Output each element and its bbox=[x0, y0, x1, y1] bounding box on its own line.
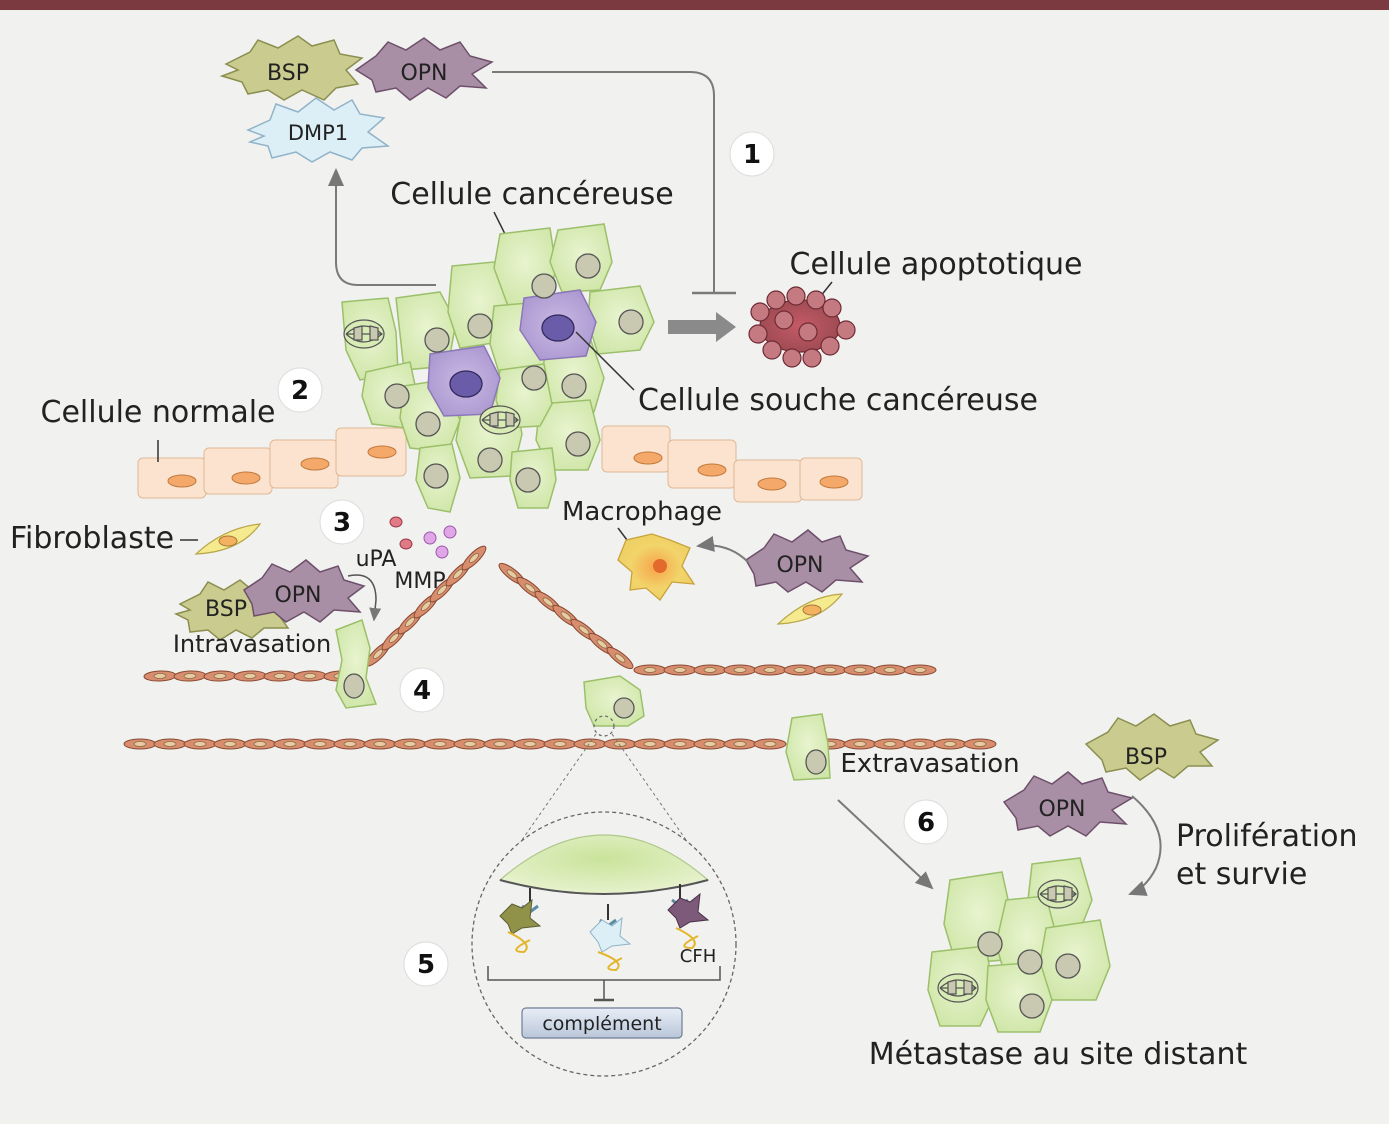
protease-molecules bbox=[389, 516, 457, 559]
svg-text:6: 6 bbox=[917, 808, 935, 838]
mitotic-spindle-icon bbox=[479, 405, 521, 435]
mitotic-spindle-icon bbox=[1037, 879, 1079, 909]
step-2-badge: 2 bbox=[277, 367, 323, 413]
circulating-cancer-cell bbox=[583, 675, 645, 727]
fibroblast-label: Fibroblaste bbox=[10, 521, 174, 556]
bsp-label-top: BSP bbox=[267, 61, 309, 86]
extravasation-label: Extravasation bbox=[840, 749, 1019, 779]
intravasation-label: Intravasation bbox=[173, 630, 331, 658]
bsp-star-metastasis bbox=[1084, 713, 1220, 781]
opn-label-intravasation: OPN bbox=[274, 583, 321, 608]
complement-box bbox=[521, 1007, 683, 1039]
arrow-to-metastasis-cells bbox=[1128, 795, 1162, 896]
opn-star-metastasis bbox=[1002, 771, 1134, 837]
complement-label: complément bbox=[542, 1013, 661, 1035]
frame-top-bar bbox=[0, 0, 1389, 10]
svg-text:2: 2 bbox=[291, 376, 309, 406]
receptor-complex-right bbox=[667, 884, 710, 950]
opn-label-macrophage: OPN bbox=[776, 553, 823, 578]
apoptosis-arrow bbox=[668, 312, 736, 342]
mitotic-spindle-icon bbox=[343, 319, 385, 349]
arrow-opn-to-macrophage bbox=[696, 535, 749, 563]
top-protein-group: BSP OPN DMP1 bbox=[219, 35, 494, 163]
cancer-stem-cell-label: Cellule souche cancéreuse bbox=[638, 383, 1038, 418]
cfh-label: CFH bbox=[680, 946, 716, 967]
svg-text:1: 1 bbox=[743, 140, 761, 170]
vessel-wall-upper bbox=[143, 545, 937, 682]
opn-label-top: OPN bbox=[400, 61, 447, 86]
svg-text:3: 3 bbox=[333, 508, 351, 538]
bsp-star-top bbox=[219, 35, 364, 101]
inhibition-line-step1 bbox=[492, 71, 715, 292]
vessel-wall-lower bbox=[123, 738, 997, 750]
zoom-origin-circle bbox=[593, 715, 615, 737]
opn-star-intravasation bbox=[243, 559, 366, 623]
upa-label: uPA bbox=[356, 547, 397, 572]
cancer-cell-label: Cellule cancéreuse bbox=[390, 177, 674, 212]
macrophage-label: Macrophage bbox=[562, 497, 722, 527]
dmp1-star bbox=[246, 97, 391, 163]
apoptotic-cell-label: Cellule apoptotique bbox=[790, 247, 1083, 282]
mitotic-spindle-icon bbox=[937, 973, 979, 1003]
step-6-badge: 6 bbox=[903, 799, 949, 845]
opn-label-metastasis: OPN bbox=[1038, 797, 1085, 822]
normal-cell-label: Cellule normale bbox=[41, 395, 276, 430]
normal-cells-left bbox=[137, 427, 407, 499]
stem-cell-pointer bbox=[575, 331, 635, 391]
receptor-complex-center bbox=[589, 904, 632, 972]
bsp-label-intravasation: BSP bbox=[205, 597, 247, 622]
apoptotic-cell bbox=[748, 286, 856, 368]
bsp-label-metastasis: BSP bbox=[1125, 745, 1167, 770]
receptor-complex-left bbox=[499, 888, 542, 954]
step-5-badge: 5 bbox=[403, 941, 449, 987]
arrow-to-dmp1 bbox=[328, 168, 436, 286]
svg-text:4: 4 bbox=[413, 676, 431, 706]
normal-cells-right bbox=[601, 425, 863, 503]
proliferation-label-1: Prolifération bbox=[1176, 819, 1357, 854]
svg-text:5: 5 bbox=[417, 950, 435, 980]
opn-star-macrophage bbox=[745, 529, 870, 593]
opn-star-top bbox=[354, 37, 494, 101]
arrow-to-metastasis bbox=[837, 799, 934, 890]
metastasis-label: Métastase au site distant bbox=[869, 1037, 1248, 1072]
arrow-opn-to-intravasation bbox=[347, 574, 382, 622]
step-1-badge: 1 bbox=[729, 131, 775, 177]
step-3-badge: 3 bbox=[319, 499, 365, 545]
dmp1-label: DMP1 bbox=[288, 121, 348, 145]
step-4-badge: 4 bbox=[399, 667, 445, 713]
metastasis-cluster bbox=[927, 857, 1111, 1033]
tumour-cluster bbox=[341, 223, 655, 513]
proliferation-label-2: et survie bbox=[1176, 857, 1307, 892]
